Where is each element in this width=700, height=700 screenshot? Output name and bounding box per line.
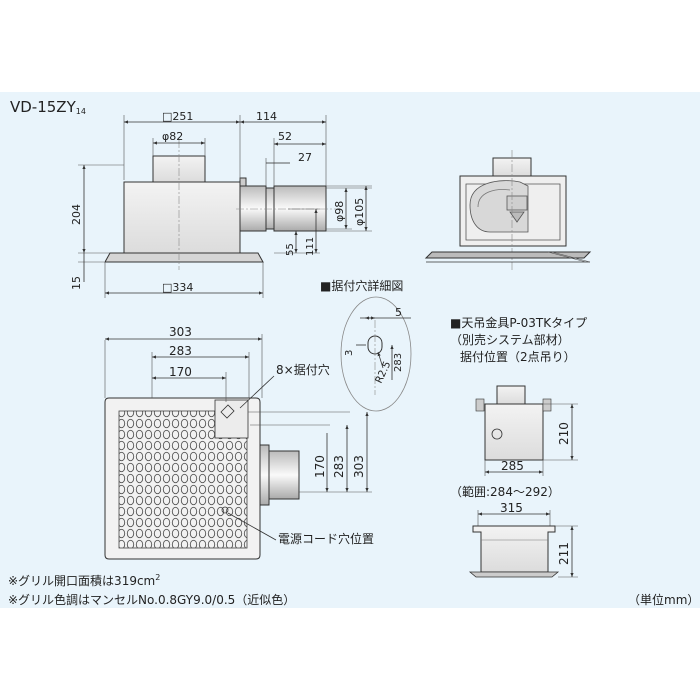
- svg-text:303: 303: [169, 325, 192, 339]
- svg-text:285: 285: [501, 459, 524, 473]
- svg-text:204: 204: [70, 204, 83, 225]
- svg-text:据付位置（2点吊り）: 据付位置（2点吊り）: [460, 349, 576, 364]
- svg-text:φ82: φ82: [162, 130, 183, 143]
- svg-text:□334: □334: [162, 281, 193, 294]
- svg-text:φ98: φ98: [333, 201, 346, 222]
- front-view: □251 114 φ82 52 27 φ98 φ105 204 15: [70, 110, 372, 298]
- svg-text:15: 15: [70, 276, 83, 290]
- bottom-view: 303 283 170 8×据付穴 170 283 303 電源コード穴位置: [104, 325, 374, 560]
- fan-body: [123, 181, 241, 254]
- side-duct: [273, 185, 327, 232]
- detail-title: ■据付穴詳細図: [320, 278, 403, 293]
- svg-text:R2.5: R2.5: [374, 360, 394, 385]
- model-title: VD-15ZY14: [10, 98, 86, 116]
- holes-label: 8×据付穴: [276, 362, 330, 377]
- svg-text:3: 3: [344, 350, 355, 356]
- mounting-hole-detail: ■据付穴詳細図 5 3 283 R2.5: [320, 278, 412, 412]
- svg-text:283: 283: [393, 353, 404, 372]
- grille-panel: [104, 252, 264, 263]
- svg-text:315: 315: [500, 501, 523, 515]
- unit-label: （単位mm）: [628, 592, 699, 607]
- notes: ※グリル開口面積は319cm2 ※グリル色調はマンセルNo.0.8GY9.0/0…: [8, 573, 699, 607]
- svg-text:55: 55: [285, 243, 296, 256]
- svg-text:（範囲:284～292）: （範囲:284～292）: [450, 484, 560, 499]
- hanger-section: ■天吊金具P-03TKタイプ （別売システム部材） 据付位置（2点吊り） 210…: [450, 315, 587, 578]
- svg-text:（別売システム部材）: （別売システム部材）: [450, 332, 570, 347]
- power-cord-label: 電源コード穴位置: [278, 531, 374, 546]
- section-view: [424, 150, 592, 270]
- svg-text:□251: □251: [162, 110, 193, 123]
- svg-text:283: 283: [332, 455, 346, 478]
- svg-text:303: 303: [352, 455, 366, 478]
- hanger-title: ■天吊金具P-03TKタイプ: [450, 315, 587, 330]
- svg-text:111: 111: [305, 237, 316, 256]
- svg-text:114: 114: [256, 110, 277, 123]
- svg-text:211: 211: [557, 542, 571, 565]
- svg-text:170: 170: [169, 365, 192, 379]
- note-area: ※グリル開口面積は319cm2: [8, 573, 160, 588]
- svg-text:φ105: φ105: [353, 198, 366, 226]
- svg-text:283: 283: [169, 344, 192, 358]
- bottom-duct: [268, 450, 300, 500]
- side-connector: [239, 185, 267, 232]
- svg-text:27: 27: [298, 151, 312, 164]
- note-color: ※グリル色調はマンセルNo.0.8GY9.0/0.5（近似色）: [8, 593, 295, 607]
- svg-text:5: 5: [395, 306, 402, 319]
- svg-text:170: 170: [313, 455, 327, 478]
- svg-text:52: 52: [278, 130, 292, 143]
- svg-text:210: 210: [557, 422, 571, 445]
